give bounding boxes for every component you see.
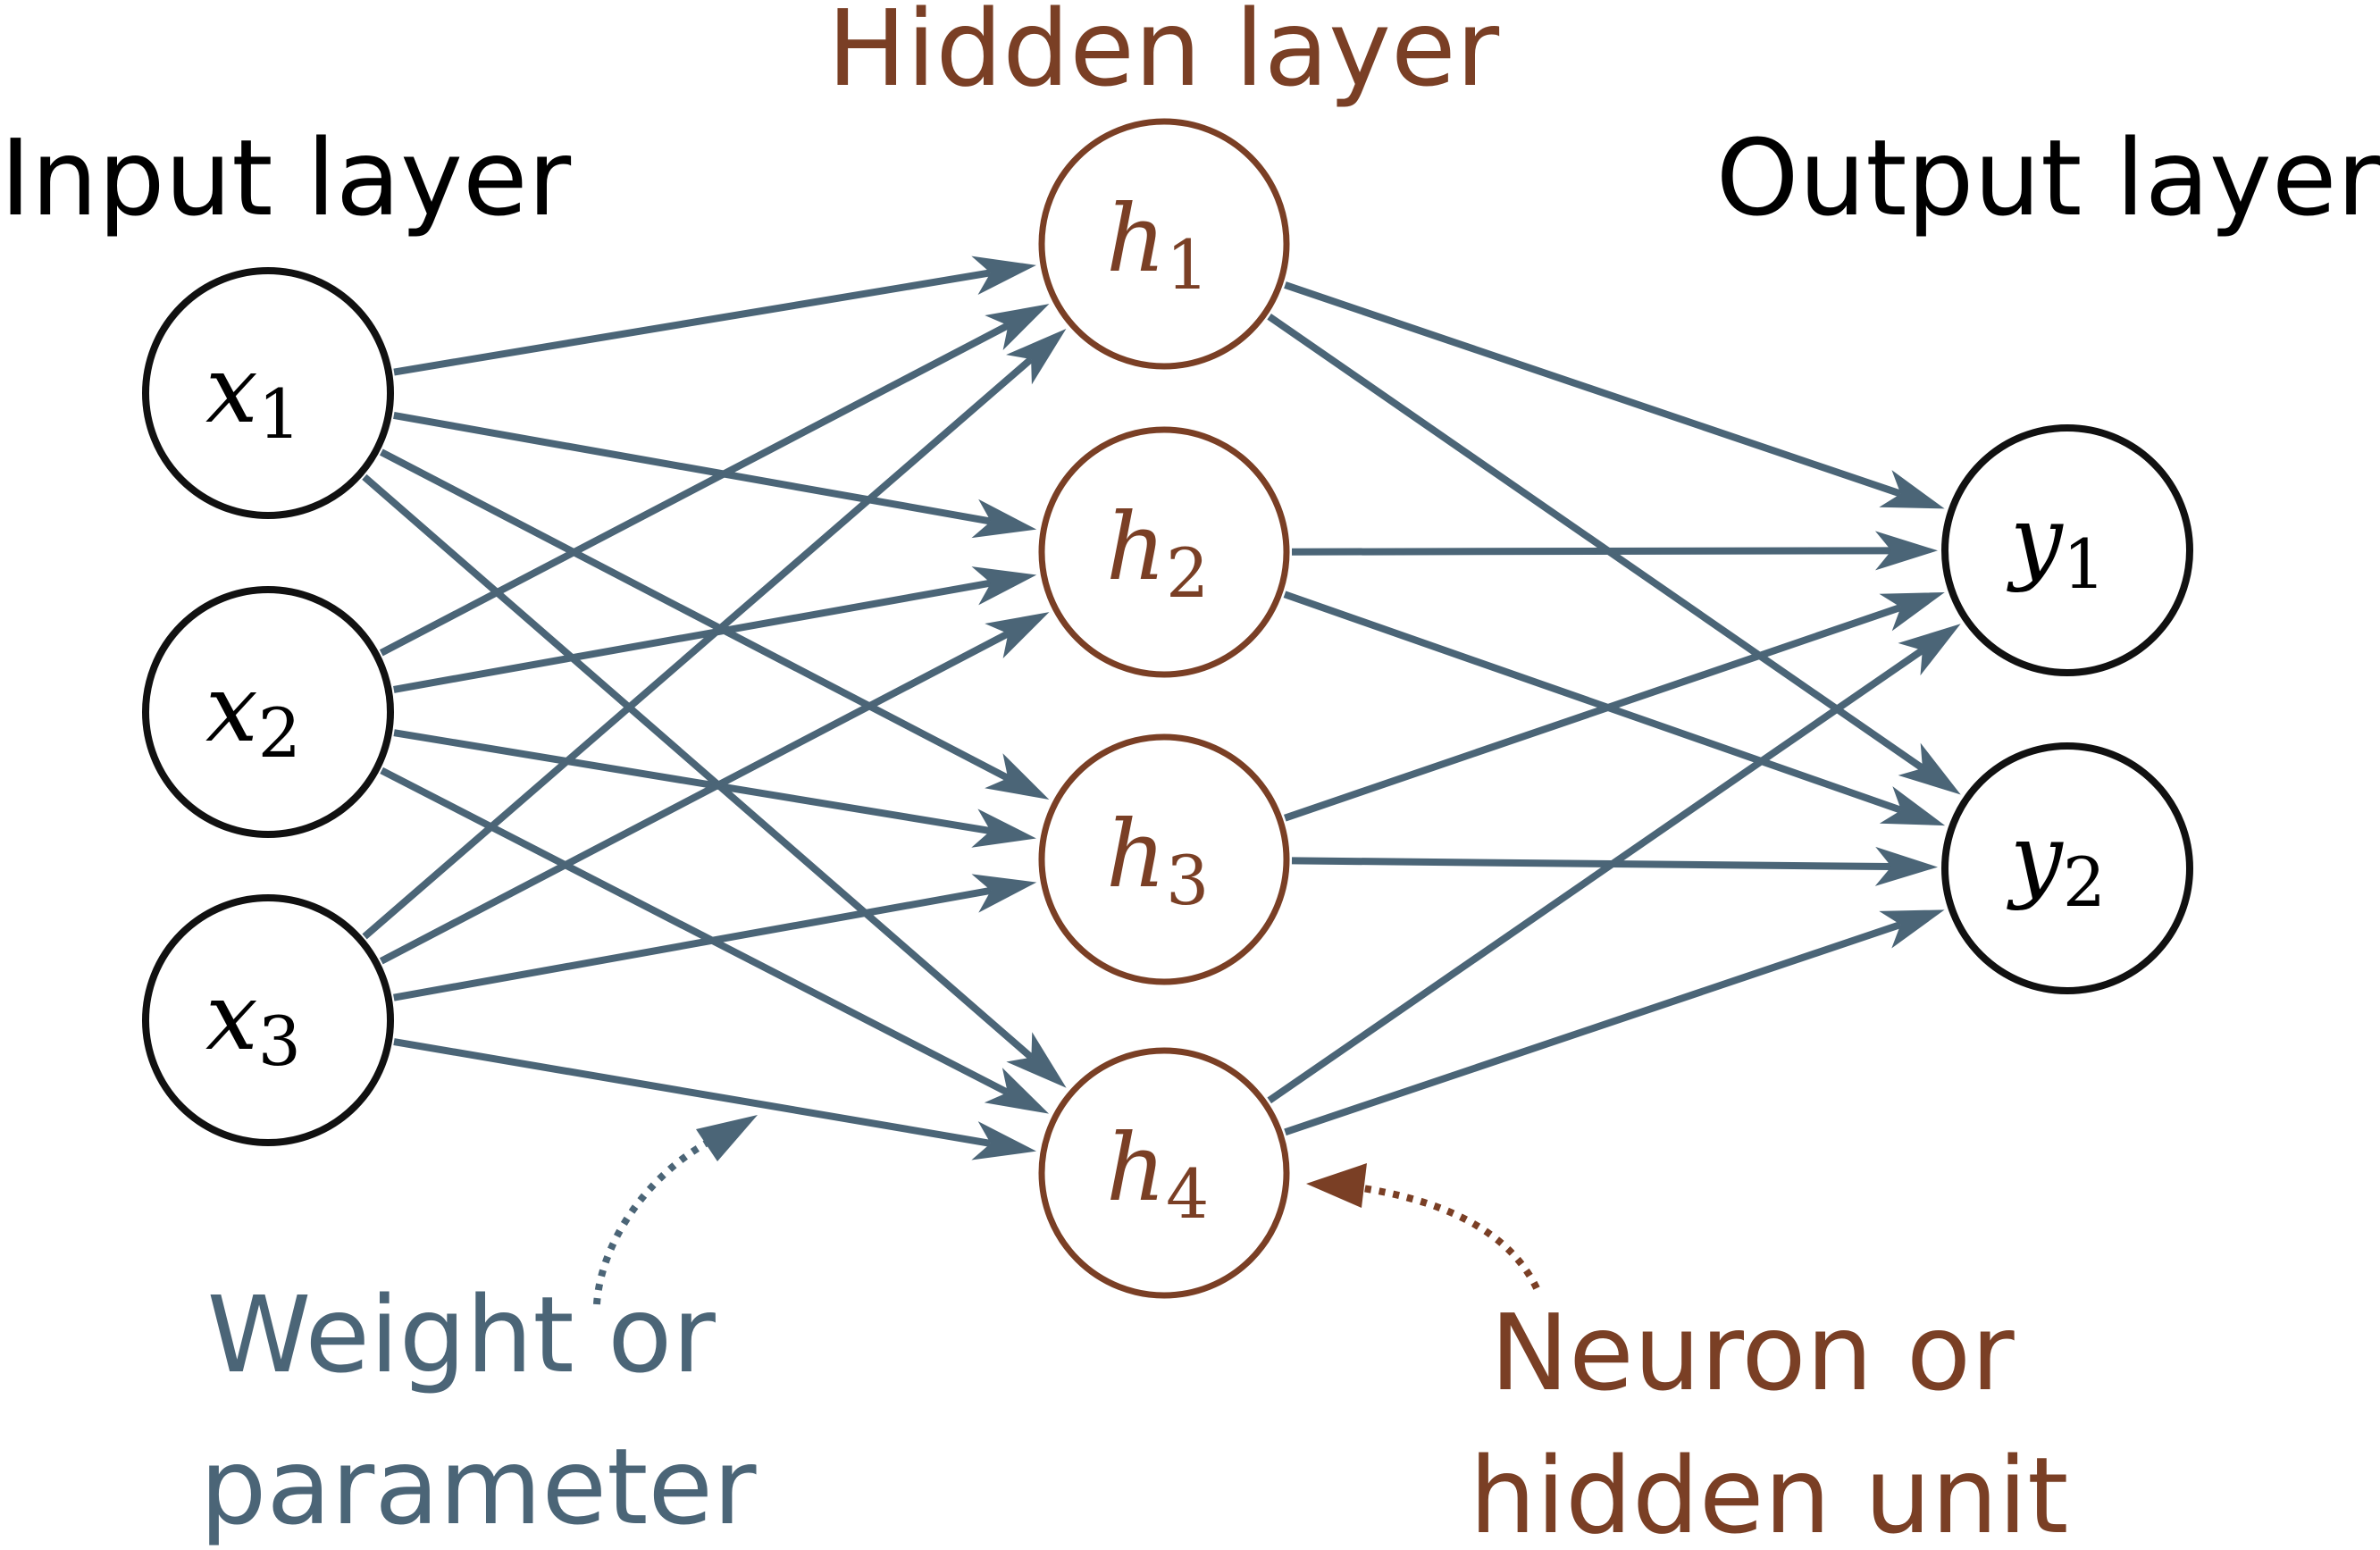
neuron-annotation-line-1: Neuron or	[1490, 1291, 2015, 1414]
edge-h3-y2-arrowhead	[1874, 846, 1939, 886]
edge-x1-h2-line	[393, 412, 992, 525]
hidden-node-1: h1	[1038, 118, 1290, 370]
edge-x3-h1-arrowhead	[1006, 328, 1067, 385]
edge-h1-y1-line	[1284, 281, 1902, 498]
hidden-node-1-sub: 1	[1166, 225, 1209, 305]
edge-h3-y2-line	[1291, 857, 1892, 871]
edge-x1-h4-line	[362, 473, 1035, 1060]
input-node-2: x2	[142, 586, 394, 838]
edge-x3-h3-arrowhead	[971, 874, 1037, 913]
edge-h4-y1-line	[1267, 647, 1925, 1104]
edge-x2-h2-arrowhead	[971, 566, 1037, 606]
edge-h4-y1-arrowhead	[1898, 624, 1961, 676]
edge-x2-h4-line	[380, 767, 1010, 1096]
svg-text:x1: x1	[205, 335, 301, 454]
edge-h1-y2-line	[1267, 314, 1925, 772]
hidden-node-1-var: h	[1106, 184, 1166, 293]
input-node-1-sub: 1	[258, 374, 301, 454]
edge-h1-y2-arrowhead	[1898, 742, 1961, 795]
weight-annotation-pointer	[593, 1115, 758, 1305]
hidden-node-4-var: h	[1106, 1113, 1166, 1222]
edge-x1-h3-arrowhead	[985, 753, 1050, 800]
weight-annotation: Weight or parameter	[200, 1273, 757, 1548]
svg-text:h3: h3	[1106, 800, 1209, 920]
title-input-layer: Input layer	[0, 116, 572, 239]
neuron-annotation-line-2: hidden unit	[1470, 1434, 2069, 1550]
edge-x1-h2-arrowhead	[971, 499, 1037, 539]
hidden-node-4-sub: 4	[1166, 1154, 1209, 1234]
edge-x3-h4-arrowhead	[971, 1121, 1037, 1160]
svg-text:x2: x2	[205, 654, 301, 773]
input-node-1: x1	[142, 267, 394, 519]
edge-x2-h1-arrowhead	[985, 304, 1050, 351]
input-node-2-sub: 2	[258, 693, 301, 773]
weight-pointer-curve	[593, 1140, 708, 1305]
edge-h2-y1-arrowhead	[1874, 531, 1939, 571]
edge-h2-y1-line	[1291, 547, 1892, 556]
title-hidden-layer: Hidden layer	[827, 0, 1500, 110]
edge-h4-y2-arrowhead	[1879, 909, 1945, 949]
neuron-nodes: x1 x2 x3 h1 h2	[142, 118, 2193, 1299]
edge-x3-h2-arrowhead	[985, 612, 1050, 659]
edge-x1-h3-line	[380, 448, 1010, 782]
neuron-pointer-curve	[1362, 1185, 1540, 1290]
edge-x1-h1-line	[393, 269, 992, 376]
edge-x3-h1-line	[362, 356, 1034, 940]
edge-x2-h1-line	[379, 322, 1010, 657]
neuron-annotation-pointer	[1306, 1163, 1540, 1290]
svg-text:x3: x3	[205, 962, 301, 1081]
edge-x2-h2-line	[393, 579, 992, 693]
edge-x3-h2-line	[379, 630, 1010, 965]
output-node-1-var: y	[2007, 485, 2064, 594]
svg-text:y1: y1	[2007, 485, 2106, 604]
edge-h2-y2-line	[1283, 591, 1903, 814]
hidden-node-3-var: h	[1106, 800, 1166, 909]
hidden-node-3: h3	[1038, 733, 1290, 985]
edge-h3-y1-line	[1284, 604, 1902, 822]
output-node-2-var: y	[2007, 803, 2064, 912]
hidden-node-4: h4	[1038, 1047, 1290, 1299]
weight-pointer-arrowhead	[696, 1115, 758, 1161]
output-node-2-sub: 2	[2063, 842, 2106, 922]
hidden-node-2: h2	[1038, 426, 1290, 678]
edge-h3-y1-arrowhead	[1879, 591, 1945, 632]
output-node-1: y1	[1941, 424, 2193, 676]
weight-connections	[362, 256, 1961, 1160]
edge-h4-y2-line	[1284, 921, 1902, 1136]
hidden-node-3-sub: 3	[1166, 841, 1209, 920]
title-output-layer: Output layer	[1716, 116, 2380, 239]
hidden-node-2-var: h	[1106, 492, 1166, 601]
svg-text:h1: h1	[1106, 184, 1209, 305]
edge-x2-h3-line	[393, 729, 992, 834]
input-node-1-var: x	[205, 335, 258, 444]
weight-annotation-line-2: parameter	[200, 1425, 757, 1548]
input-node-3: x3	[142, 894, 394, 1146]
svg-text:h2: h2	[1106, 492, 1209, 613]
input-node-3-var: x	[205, 962, 258, 1071]
edge-x3-h3-line	[393, 886, 992, 1001]
output-node-2: y2	[1941, 742, 2193, 994]
svg-text:h4: h4	[1106, 1113, 1209, 1234]
edge-x3-h4-line	[393, 1038, 992, 1147]
neuron-annotation: Neuron or hidden unit	[1470, 1291, 2069, 1550]
hidden-node-2-sub: 2	[1166, 533, 1209, 613]
svg-text:y2: y2	[2007, 803, 2106, 922]
edge-h2-y2-arrowhead	[1879, 786, 1946, 826]
edge-x1-h4-arrowhead	[1006, 1032, 1067, 1088]
input-node-2-var: x	[205, 654, 258, 763]
edge-x1-h1-arrowhead	[971, 256, 1036, 296]
edge-x2-h4-arrowhead	[984, 1068, 1050, 1114]
edge-h1-y1-arrowhead	[1879, 470, 1945, 509]
weight-annotation-line-1: Weight or	[207, 1273, 717, 1396]
input-node-3-sub: 3	[258, 1001, 301, 1081]
output-node-1-sub: 1	[2063, 524, 2106, 604]
edge-x2-h3-arrowhead	[971, 809, 1036, 848]
neuron-pointer-arrowhead	[1306, 1163, 1367, 1208]
